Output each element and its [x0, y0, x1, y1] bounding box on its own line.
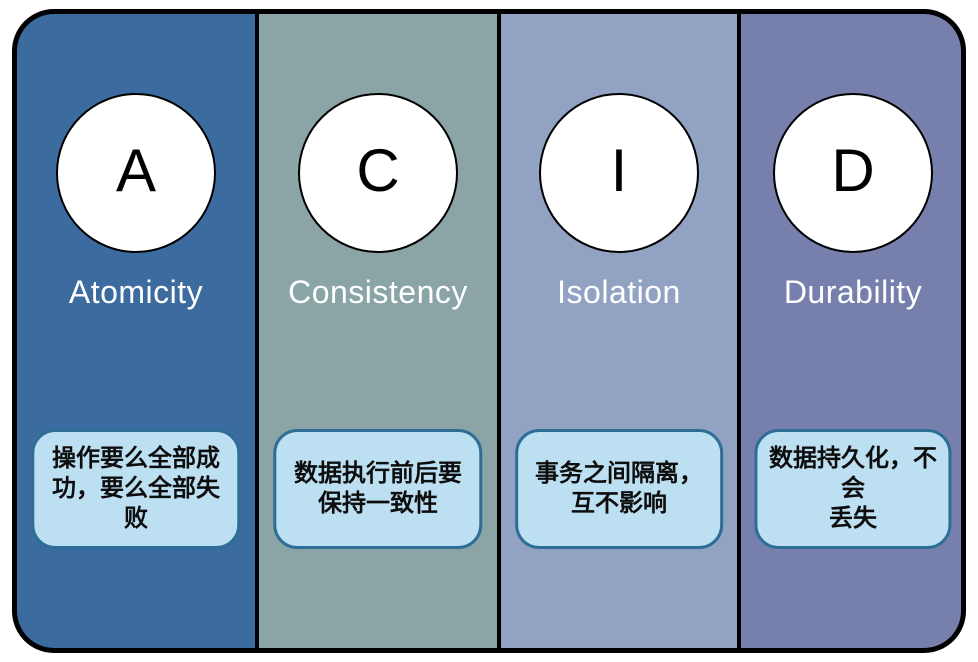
isolation-letter: I: [610, 137, 628, 204]
durability-note-text: 数据持久化，不会 丢失: [768, 445, 937, 532]
diagram-frame: A Atomicity 操作要么全部成 功，要么全部失败 C Consisten…: [12, 9, 966, 653]
durability-note-box: 数据持久化，不会 丢失: [754, 429, 952, 549]
column-atomicity: A Atomicity 操作要么全部成 功，要么全部失败: [17, 14, 255, 648]
durability-label: Durability: [783, 274, 923, 310]
durability-letter-circle: D: [773, 93, 933, 253]
isolation-note-text: 事务之间隔离， 互不影响: [534, 460, 703, 517]
atomicity-letter-circle: A: [56, 93, 216, 253]
consistency-letter: C: [356, 137, 400, 204]
column-durability: D Durability 数据持久化，不会 丢失: [741, 14, 961, 648]
isolation-label: Isolation: [557, 274, 681, 310]
atomicity-letter: A: [115, 137, 157, 204]
isolation-letter-circle: I: [539, 93, 699, 253]
atomicity-note-text: 操作要么全部成 功，要么全部失败: [52, 445, 220, 532]
consistency-note-box: 数据执行前后要 保持一致性: [273, 429, 483, 549]
column-consistency: C Consistency 数据执行前后要 保持一致性: [259, 14, 497, 648]
consistency-letter-circle: C: [298, 93, 458, 253]
durability-letter: D: [831, 137, 875, 204]
consistency-label: Consistency: [288, 274, 468, 310]
isolation-note-box: 事务之间隔离， 互不影响: [515, 429, 723, 549]
atomicity-label: Atomicity: [68, 274, 204, 310]
column-isolation: I Isolation 事务之间隔离， 互不影响: [501, 14, 737, 648]
atomicity-note-box: 操作要么全部成 功，要么全部失败: [31, 429, 241, 549]
consistency-note-text: 数据执行前后要 保持一致性: [294, 460, 462, 517]
